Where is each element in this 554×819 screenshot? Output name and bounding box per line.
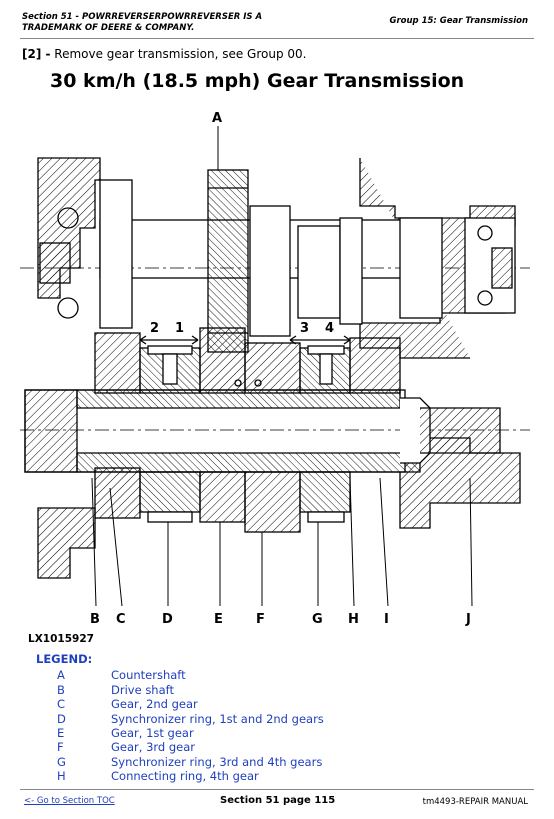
- callout-1: 1: [175, 321, 184, 336]
- step-number: [2] -: [22, 47, 51, 61]
- legend-label: Gear, 1st gear: [111, 726, 194, 740]
- legend-key: A: [57, 668, 65, 682]
- page-title: 30 km/h (18.5 mph) Gear Transmission: [50, 70, 465, 92]
- callout-C: C: [116, 612, 126, 627]
- callout-H: H: [348, 612, 359, 627]
- footer-divider: [20, 789, 534, 790]
- callout-2: 2: [150, 321, 159, 336]
- callout-G: G: [312, 612, 323, 627]
- legend-label: Synchronizer ring, 3rd and 4th gears: [111, 755, 323, 769]
- group-header: Group 15: Gear Transmission: [389, 16, 528, 26]
- legend-key: H: [57, 769, 66, 783]
- figure-id: LX1015927: [28, 633, 94, 645]
- step-instruction: [2] - Remove gear transmission, see Grou…: [22, 47, 306, 61]
- legend-key: D: [57, 712, 66, 726]
- callout-3: 3: [300, 321, 309, 336]
- legend-title: LEGEND:: [36, 652, 93, 666]
- callout-A: A: [212, 111, 222, 126]
- legend-key: E: [57, 726, 65, 740]
- legend-key: B: [57, 683, 65, 697]
- callout-J: J: [465, 612, 471, 627]
- page-number: Section 51 page 115: [220, 795, 336, 806]
- legend-label: Gear, 2nd gear: [111, 697, 198, 711]
- header-divider: [20, 38, 534, 39]
- legend-label: Countershaft: [111, 668, 186, 682]
- manual-id: tm4493-REPAIR MANUAL: [422, 797, 528, 807]
- callout-B: B: [90, 612, 100, 627]
- legend-key: G: [57, 755, 66, 769]
- legend-key: C: [57, 697, 66, 711]
- legend-label: Drive shaft: [111, 683, 174, 697]
- callout-4: 4: [325, 321, 334, 336]
- section-toc-link[interactable]: <- Go to Section TOC: [24, 796, 115, 806]
- legend-key: F: [57, 740, 64, 754]
- legend-label: Gear, 3rd gear: [111, 740, 196, 754]
- callout-E: E: [214, 612, 223, 627]
- callout-I: I: [384, 612, 389, 627]
- legend-label: Connecting ring, 4th gear: [111, 769, 259, 783]
- legend-label: Synchronizer ring, 1st and 2nd gears: [111, 712, 324, 726]
- step-text: Remove gear transmission, see Group 00.: [50, 47, 307, 61]
- section-header: Section 51 - POWRREVERSERPOWRREVERSER IS…: [22, 12, 263, 33]
- gear-transmission-drawing: A 2 1 3 4 B C D E F G H I J: [20, 111, 530, 627]
- callout-F: F: [256, 612, 265, 627]
- callout-D: D: [162, 612, 173, 627]
